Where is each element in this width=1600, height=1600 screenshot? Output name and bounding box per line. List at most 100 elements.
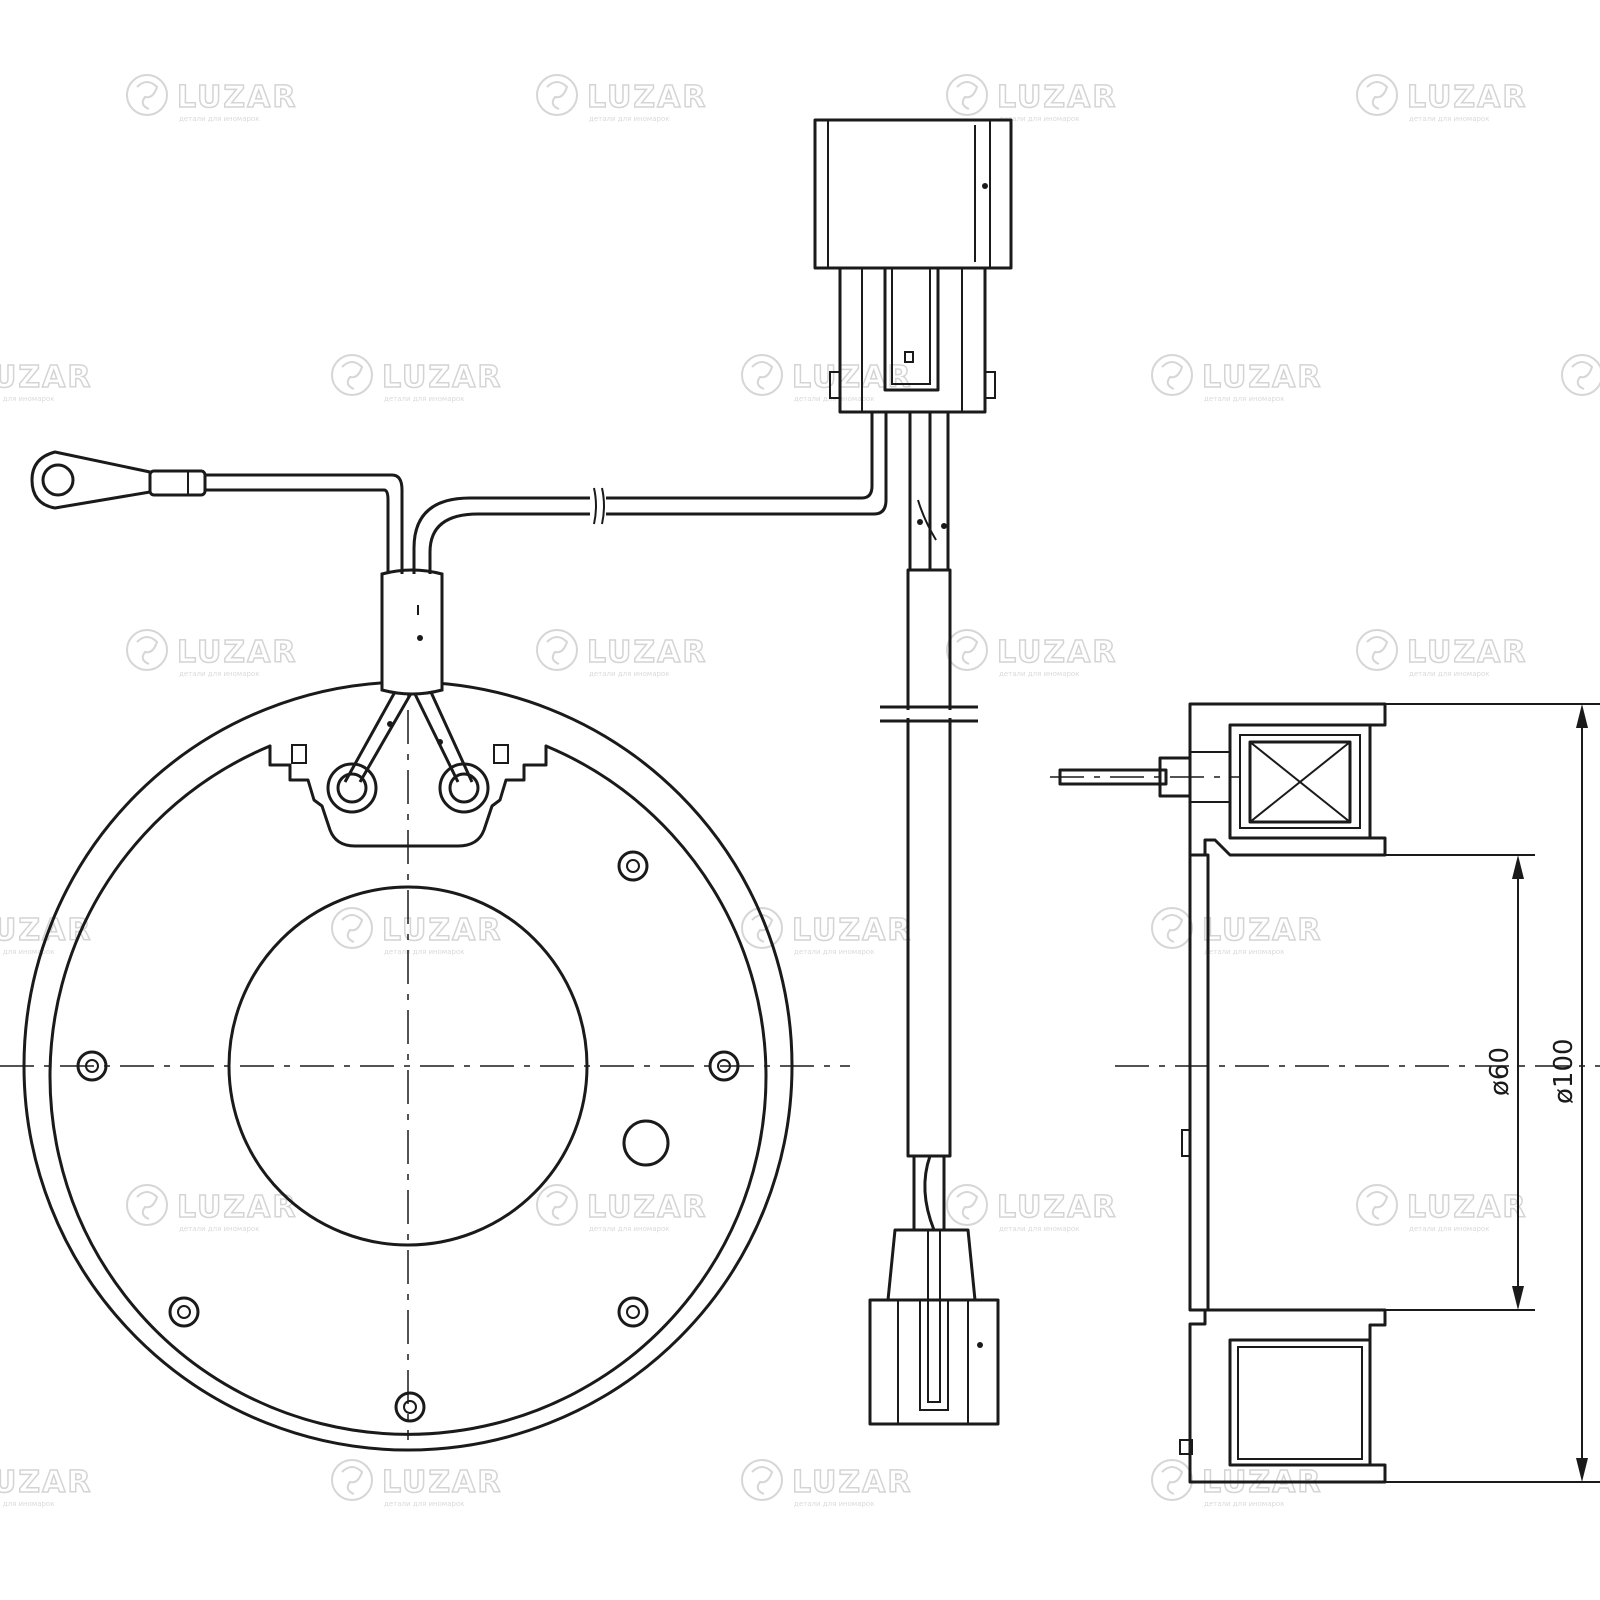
watermark-brand: LUZAR (382, 1465, 502, 1500)
ground-crimp (148, 469, 207, 497)
watermark-tagline: детали для иномарок (1409, 115, 1489, 123)
lead-left (343, 689, 415, 783)
watermark-tagline: детали для иномарок (179, 1225, 259, 1233)
top-connector-housing (813, 118, 1013, 270)
watermark-brand: LUZAR (382, 360, 502, 395)
center-bore (227, 885, 589, 1247)
watermark-tagline: детали для иномарок (179, 670, 259, 678)
watermark-brand: LUZAR (177, 1190, 297, 1225)
wiring-harness (30, 412, 978, 1231)
back-plate (1188, 853, 1210, 1312)
watermark-brand: LUZAR (177, 80, 297, 115)
inner-ring (48, 744, 768, 1436)
cable-break-symbol (593, 487, 605, 525)
watermark-tagline: детали для иномарок (1409, 1225, 1489, 1233)
coil-front-view (0, 568, 850, 1452)
winding-cross-mark (1248, 740, 1352, 824)
lower-housing-section (1188, 1308, 1387, 1484)
watermark-brand: LUZAR (0, 913, 92, 948)
upper-housing-section (1188, 702, 1387, 857)
watermark-tagline: детали для иномарок (589, 115, 669, 123)
dimension-lines (1385, 703, 1600, 1483)
top-connector (813, 118, 1013, 414)
watermark-tagline: детали для иномарок (794, 1500, 874, 1508)
inner-diameter-label: ø60 (1485, 1047, 1515, 1096)
watermark-brand: LUZAR (997, 1190, 1117, 1225)
watermark-brand: LUZAR (587, 635, 707, 670)
watermark-tagline: детали для иномарок (1409, 670, 1489, 678)
bottom-connector (868, 1228, 1000, 1426)
lead-right (411, 689, 474, 783)
coil-section-view: ø60 ø100 (1050, 702, 1600, 1484)
lower-winding-cavity (1228, 1338, 1372, 1467)
bracket-slot-left (291, 744, 307, 764)
watermark-brand: LUZAR (1407, 80, 1527, 115)
locating-pin-hole (622, 1119, 670, 1167)
watermark-brand: LUZAR (1407, 1190, 1527, 1225)
watermark-brand: LUZAR (997, 635, 1117, 670)
watermark-tagline: детали для иномарок (999, 115, 1079, 123)
bracket-slot-right (493, 744, 509, 764)
watermark-tagline: детали для иномарок (1204, 395, 1284, 403)
watermark-brand: LUZAR (997, 80, 1117, 115)
ground-eyelet (41, 463, 75, 497)
watermark-brand: LUZAR (1202, 913, 1322, 948)
watermark-brand: LUZAR (177, 635, 297, 670)
watermark-brand: LUZAR (0, 360, 92, 395)
harness-tube (906, 568, 952, 1158)
watermark-tagline: детали для иномарок (384, 948, 464, 956)
watermark-tagline: детали для иномарок (179, 115, 259, 123)
ground-ring-terminal (30, 450, 152, 510)
outer-diameter-label: ø100 (1549, 1038, 1579, 1104)
watermark-tagline: детали для иномарок (0, 948, 54, 956)
watermark-tagline: детали для иномарок (999, 670, 1079, 678)
watermark-brand: LUZAR (1202, 360, 1322, 395)
watermark-tagline: детали для иномарок (589, 1225, 669, 1233)
watermark-tagline: детали для иномарок (384, 1500, 464, 1508)
watermark-tagline: детали для иномарок (0, 1500, 54, 1508)
watermark-brand: LUZAR (0, 1465, 92, 1500)
watermark-brand: LUZAR (382, 913, 502, 948)
mounting-holes (76, 850, 740, 1423)
watermark-tagline: детали для иномарок (384, 395, 464, 403)
connector-latch (883, 266, 940, 392)
terminal-bracket (268, 744, 548, 848)
bottom-connector-housing (868, 1298, 1000, 1426)
insulating-sleeve (380, 568, 444, 696)
watermark-brand: LUZAR (587, 1190, 707, 1225)
watermark-brand: LUZAR (792, 913, 912, 948)
watermark-brand: LUZAR (1407, 635, 1527, 670)
watermark-tagline: детали для иномарок (0, 395, 54, 403)
watermark-tagline: детали для иномарок (589, 670, 669, 678)
watermark-brand: LUZAR (792, 1465, 912, 1500)
watermark-tagline: детали для иномарок (1204, 948, 1284, 956)
watermark-tagline: детали для иномарок (1204, 1500, 1284, 1508)
watermark-tagline: детали для иномарок (794, 948, 874, 956)
